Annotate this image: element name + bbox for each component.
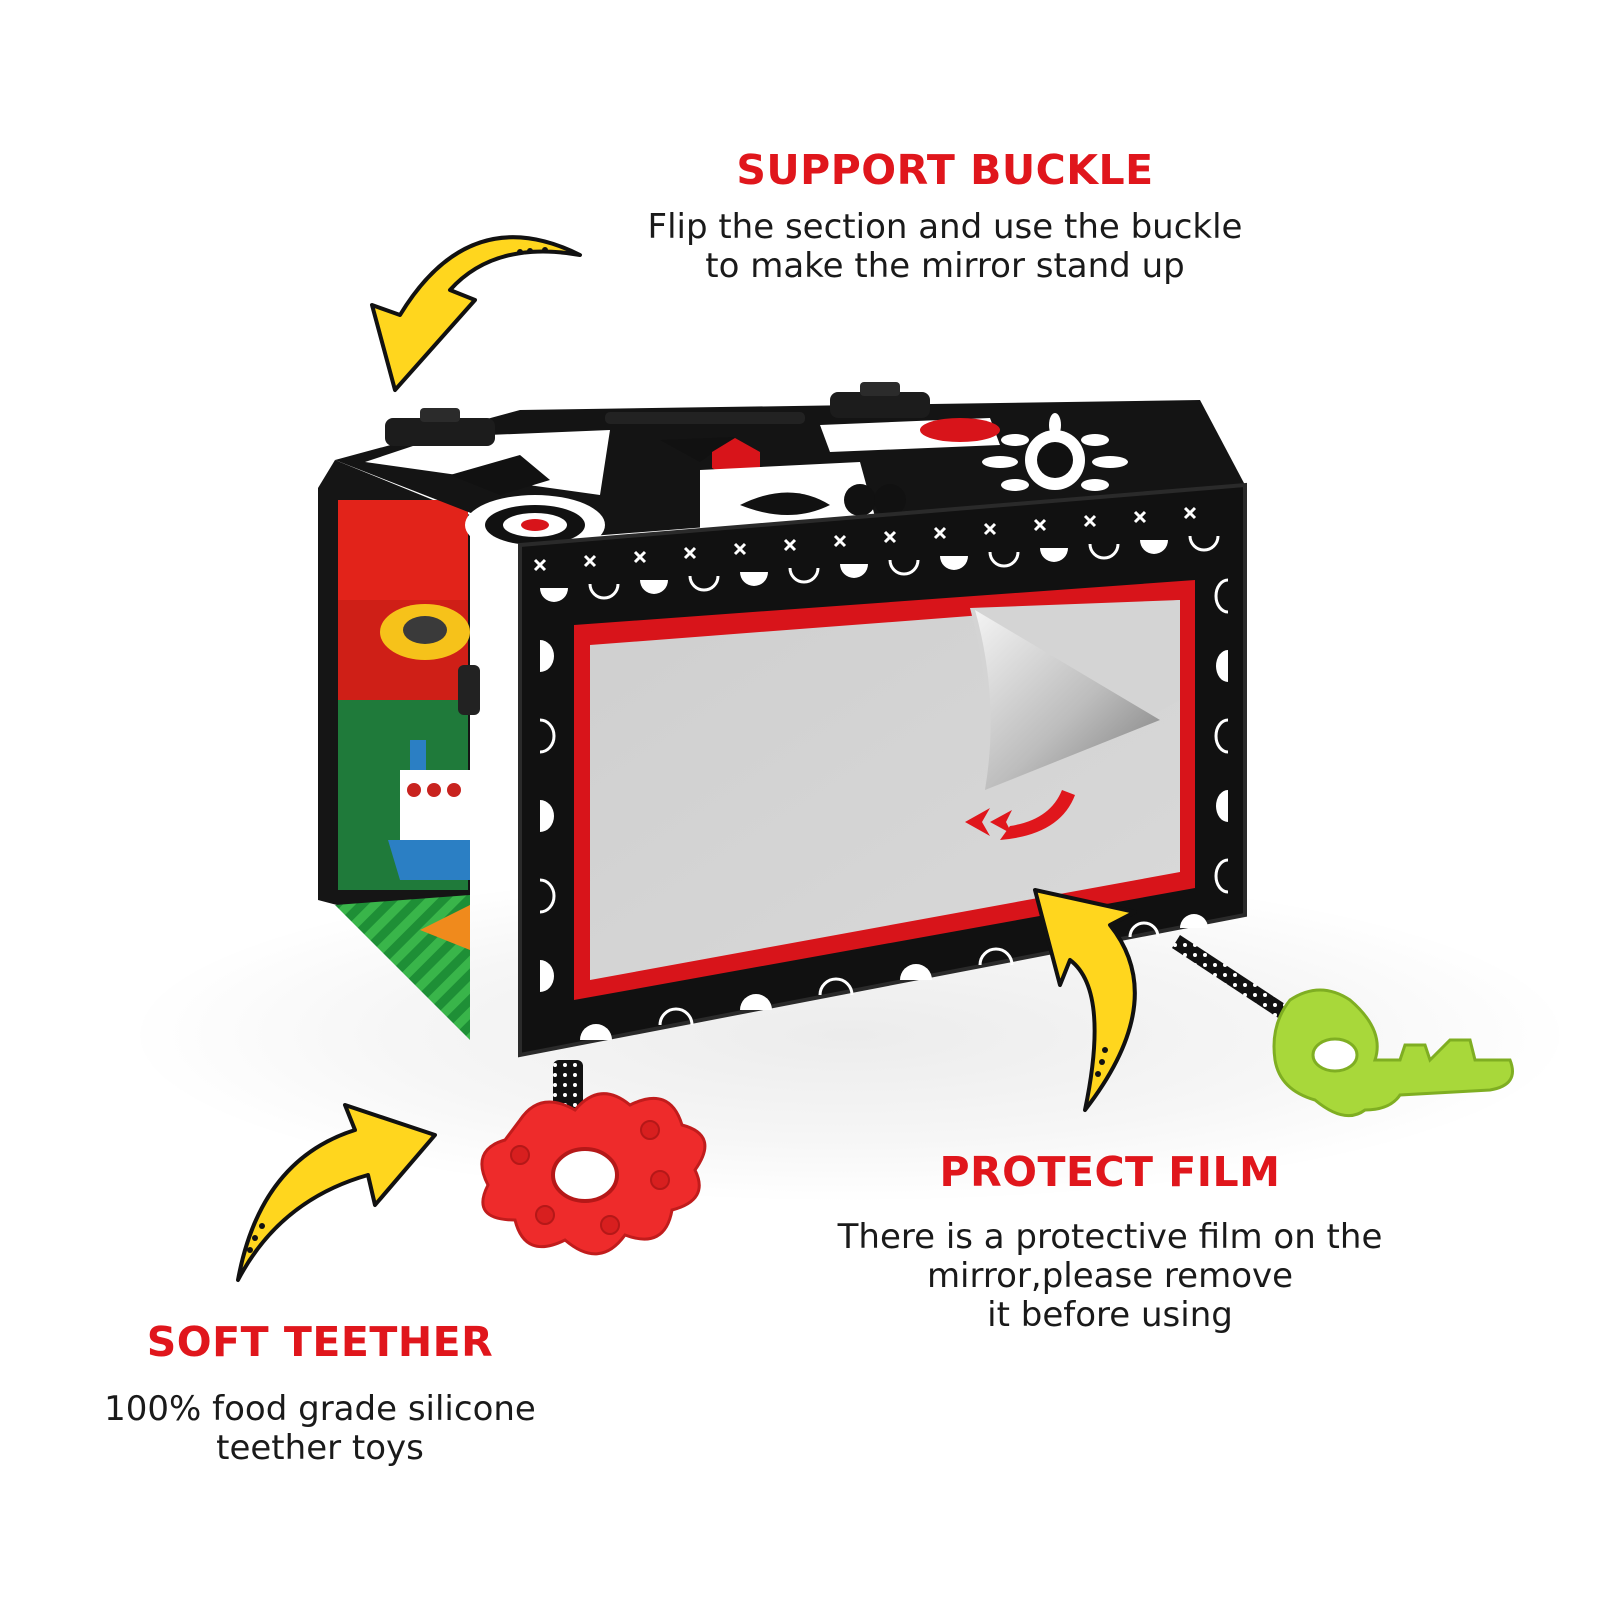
protect-film-title: PROTECT FILM	[939, 1148, 1281, 1196]
protect-film-callout: PROTECT FILM There is a protective film …	[760, 1148, 1460, 1335]
box-left-interior	[318, 460, 480, 1040]
soft-teether-callout: SOFT TEETHER 100% food grade silicone te…	[40, 1318, 600, 1468]
curved-arrow-icon	[236, 1103, 437, 1282]
soft-teether-title: SOFT TEETHER	[146, 1318, 494, 1366]
description-line: to make the mirror stand up	[705, 246, 1185, 286]
description-line: teether toys	[216, 1428, 424, 1468]
green-key-teether	[1172, 935, 1514, 1118]
red-flower-teether	[480, 1060, 707, 1256]
soft-teether-description: 100% food grade silicone teether toys	[40, 1390, 600, 1468]
support-buckle-title: SUPPORT BUCKLE	[736, 146, 1154, 194]
description-line: mirror,please remove	[926, 1256, 1294, 1296]
support-buckle-description: Flip the section and use the buckle to m…	[560, 208, 1330, 286]
curved-arrow-icon	[1033, 888, 1137, 1112]
description-line: There is a protective film on the	[837, 1217, 1383, 1257]
mirror-peel-arrow-icon	[965, 790, 1075, 840]
box-front-face	[518, 482, 1247, 1058]
protect-film-description: There is a protective film on the mirror…	[760, 1218, 1460, 1335]
curved-arrow-icon	[370, 235, 582, 392]
description-line: Flip the section and use the buckle	[647, 207, 1243, 247]
description-line: 100% food grade silicone	[104, 1389, 536, 1429]
support-buckle-callout: SUPPORT BUCKLE Flip the section and use …	[560, 146, 1330, 286]
description-line: it before using	[987, 1295, 1233, 1335]
